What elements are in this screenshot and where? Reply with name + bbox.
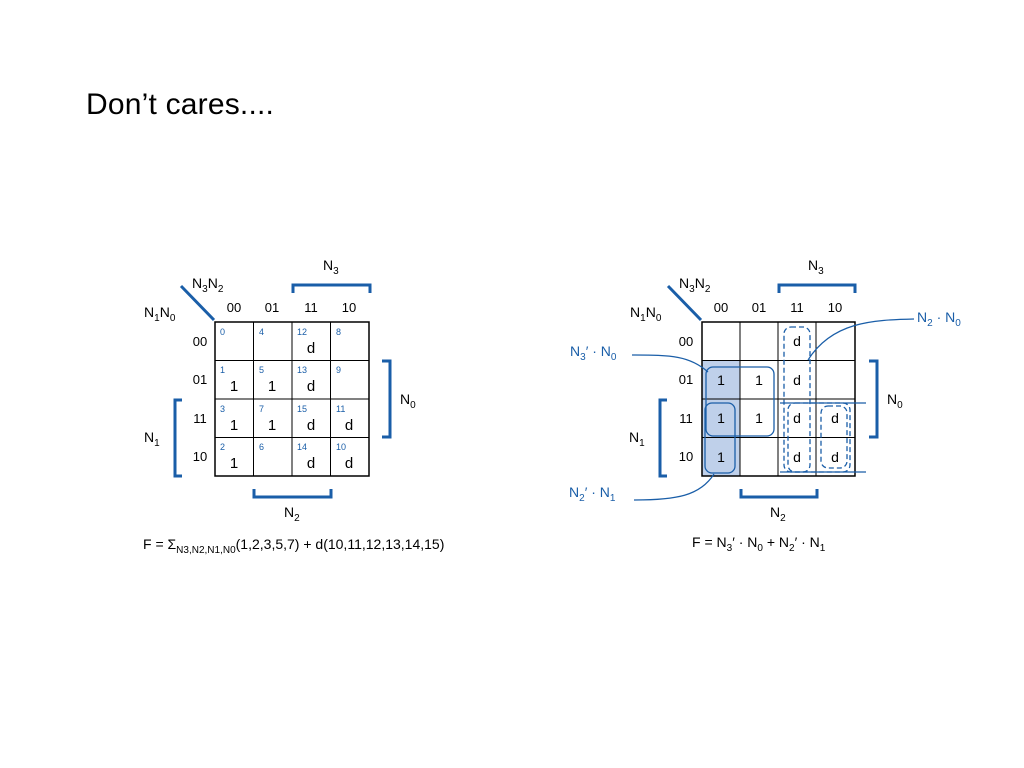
- left-row-label: 00: [193, 334, 207, 349]
- svg-text:1: 1: [230, 417, 238, 434]
- left-row-label: 11: [193, 411, 207, 426]
- left-brace-n0: [382, 359, 392, 439]
- right-row-label: 01: [679, 372, 693, 387]
- svg-text:d: d: [345, 455, 353, 472]
- slide-title: Don’t cares....: [86, 88, 275, 121]
- svg-text:13: 13: [297, 365, 307, 375]
- right-row-label: 10: [679, 449, 693, 464]
- svg-text:1: 1: [717, 449, 725, 465]
- right-label-n3: N3: [808, 257, 824, 277]
- svg-text:12: 12: [297, 327, 307, 337]
- left-grid-lines: [215, 322, 369, 476]
- left-brace-n2: [252, 489, 333, 499]
- svg-text:d: d: [831, 410, 839, 426]
- svg-text:1: 1: [220, 365, 225, 375]
- left-label-n3: N3: [323, 257, 339, 277]
- svg-text:8: 8: [336, 327, 341, 337]
- right-corner-n3n2: N3N2: [679, 275, 711, 295]
- right-cell-values: d 1 1 d 1 1 d d 1 d d: [717, 333, 839, 465]
- right-shaded-cells: [702, 361, 740, 476]
- svg-text:10: 10: [336, 442, 346, 452]
- right-brace-n2: [739, 489, 819, 499]
- left-label-n2: N2: [284, 504, 300, 524]
- left-brace-n1: [173, 398, 182, 478]
- svg-text:1: 1: [230, 455, 238, 472]
- svg-text:d: d: [345, 417, 353, 434]
- right-group-n2p-n1: [704, 402, 736, 474]
- right-kmap: N3N2 N1N0 00 01 11 10 00 01 11 10: [569, 257, 961, 554]
- left-col-label: 11: [304, 300, 318, 315]
- svg-text:11: 11: [336, 404, 345, 414]
- svg-text:d: d: [793, 449, 801, 465]
- left-formula: F = ΣN3,N2,N1,N0(1,2,3,5,7) + d(10,11,12…: [143, 536, 444, 556]
- right-brace-n0: [869, 359, 879, 439]
- right-col-label: 01: [752, 300, 766, 315]
- right-grid-lines: [702, 322, 855, 476]
- left-col-label: 01: [265, 300, 279, 315]
- left-corner-diagonal: [179, 284, 216, 322]
- callout-n3p-n0: N3′ · N0: [570, 343, 617, 363]
- left-row-label: 10: [193, 449, 207, 464]
- svg-text:1: 1: [755, 410, 763, 426]
- svg-text:1: 1: [268, 378, 276, 395]
- svg-text:d: d: [307, 455, 315, 472]
- left-minterm-indices: 0 4 12 8 1 5 13 9 3 7 15 11 2 6 14 10: [220, 327, 346, 452]
- svg-text:0: 0: [220, 327, 225, 337]
- svg-text:d: d: [831, 449, 839, 465]
- callout-line-n2p-n1: [633, 473, 715, 501]
- left-kmap: N3N2 N1N0 00 01 11 10 00 01 11 10 0 4: [143, 257, 444, 556]
- right-label-n2: N2: [770, 504, 786, 524]
- right-brace-n1: [658, 398, 667, 478]
- left-corner-n3n2: N3N2: [192, 275, 224, 295]
- svg-text:9: 9: [336, 365, 341, 375]
- callout-n2p-n1: N2′ · N1: [569, 484, 616, 504]
- callout-line-n2-n0: [807, 318, 915, 361]
- svg-text:1: 1: [268, 417, 276, 434]
- svg-text:d: d: [793, 410, 801, 426]
- right-brace-n3: [777, 283, 857, 293]
- left-col-label: 00: [227, 300, 241, 315]
- svg-text:d: d: [307, 378, 315, 395]
- right-label-n0: N0: [887, 391, 903, 411]
- svg-text:1: 1: [755, 372, 763, 388]
- svg-text:5: 5: [259, 365, 264, 375]
- svg-text:d: d: [307, 417, 315, 434]
- left-corner-n1n0: N1N0: [144, 304, 176, 324]
- right-col-label: 11: [790, 300, 804, 315]
- right-dc-group-col10: [820, 405, 848, 469]
- left-row-label: 01: [193, 372, 207, 387]
- right-corner-diagonal: [666, 284, 703, 322]
- right-label-n1: N1: [629, 429, 645, 449]
- svg-text:7: 7: [259, 404, 264, 414]
- svg-text:3: 3: [220, 404, 225, 414]
- right-group-n3p-n0: [705, 366, 775, 437]
- callout-line-n3p-n0: [631, 354, 709, 373]
- left-label-n1: N1: [144, 429, 160, 449]
- left-col-label: 10: [342, 300, 356, 315]
- svg-text:15: 15: [297, 404, 307, 414]
- right-col-label: 00: [714, 300, 728, 315]
- svg-text:1: 1: [717, 372, 725, 388]
- svg-text:1: 1: [717, 410, 725, 426]
- svg-text:14: 14: [297, 442, 307, 452]
- right-col-label: 10: [828, 300, 842, 315]
- svg-text:d: d: [793, 372, 801, 388]
- svg-text:4: 4: [259, 327, 264, 337]
- right-row-label: 11: [679, 411, 693, 426]
- svg-text:1: 1: [230, 378, 238, 395]
- svg-text:6: 6: [259, 442, 264, 452]
- right-row-label: 00: [679, 334, 693, 349]
- left-label-n0: N0: [400, 391, 416, 411]
- right-formula: F = N3′ · N0 + N2′ · N1: [692, 534, 826, 554]
- left-cell-values: d 1 1 d 1 1 d d 1 d d: [230, 340, 353, 472]
- right-corner-n1n0: N1N0: [630, 304, 662, 324]
- callout-n2-n0: N2 · N0: [917, 309, 961, 329]
- svg-text:d: d: [307, 340, 315, 357]
- left-brace-n3: [291, 283, 372, 293]
- svg-text:d: d: [793, 333, 801, 349]
- svg-text:2: 2: [220, 442, 225, 452]
